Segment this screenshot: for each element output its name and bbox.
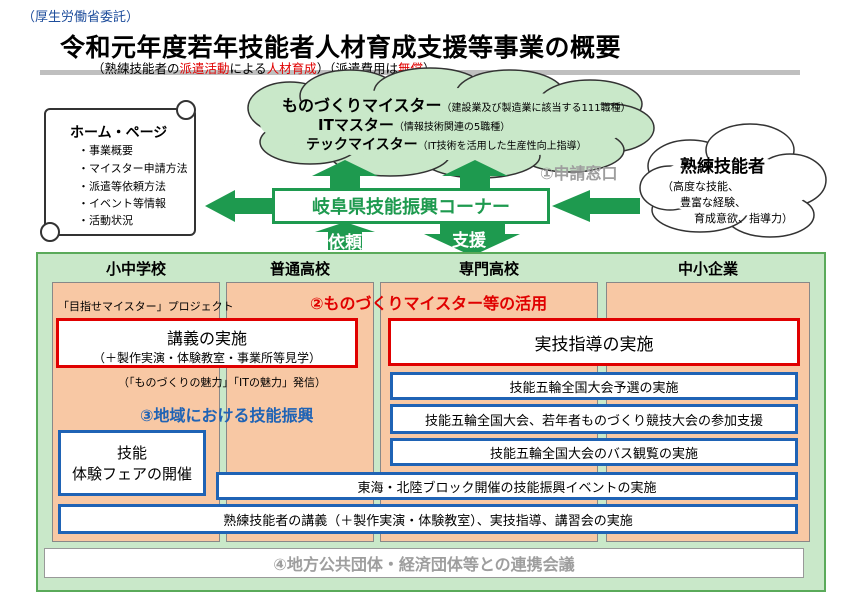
- blue-item: 技能五輪全国大会のバス観覧の実施: [390, 438, 798, 466]
- arrows: [205, 160, 640, 256]
- gifu-skill-corner: 岐阜県技能振興コーナー: [272, 188, 550, 224]
- blue-item: 熟練技能者の講義（＋製作実演・体験教室）、実技指導、講習会の実施: [58, 504, 798, 534]
- section-liaison: ④地方公共団体・経済団体等との連携会議: [44, 548, 804, 578]
- cloud-line-meister: ものづくりマイスター（建設業及び製造業に該当する111職種）: [282, 92, 631, 116]
- scroll-curl-bottom: [40, 222, 60, 242]
- support-label: 支援: [452, 231, 486, 251]
- ministry-label: （厚生労働省委託）: [22, 10, 140, 25]
- subtitle-highlight-dispatch: 派遣活動: [179, 61, 230, 76]
- cloud-line-tech: テックマイスター（IT技術を活用した生産性向上指導）: [306, 134, 587, 154]
- cloud-meister-note: （建設業及び製造業に該当する111職種）: [441, 103, 631, 114]
- homepage-item: ・活動状況: [78, 214, 133, 227]
- fair-line2: 体験フェアの開催: [71, 465, 192, 483]
- section-meister-use: ②ものづくりマイスター等の活用: [310, 294, 548, 313]
- cloud-line-it: ITマスター（情報技術関連の5職種）: [318, 114, 510, 135]
- skilled-cloud-fill: [652, 156, 812, 216]
- lecture-sub: （＋製作実演・体験教室・事業所等見学）: [92, 351, 321, 365]
- cloud-it-note: （情報技術関連の5職種）: [393, 122, 511, 133]
- section-regional: ③地域における技能振興: [140, 406, 314, 425]
- fair-box: 技能 体験フェアの開催: [58, 430, 206, 496]
- subtitle-part: （熟練技能者の: [92, 61, 180, 76]
- page-title: 令和元年度若年技能者人材育成支援等事業の概要: [60, 33, 622, 62]
- cloud-tech-note: （IT技術を活用した生産性向上指導）: [417, 141, 587, 152]
- skilled-item: （高度な技能、: [662, 180, 739, 193]
- subtitle-part: による: [229, 61, 267, 76]
- application-window-label: ①申請窓口: [540, 164, 618, 183]
- cloud-it-main: ITマスター: [318, 116, 394, 134]
- blue-item: 技能五輪全国大会、若年者ものづくり競技大会の参加支援: [390, 404, 798, 434]
- scroll-curl-top: [176, 100, 196, 120]
- lecture-title: 講義の実施: [166, 329, 247, 348]
- cloud-tech-main: テックマイスター: [306, 137, 418, 153]
- column-head-elementary: 小中学校: [105, 260, 166, 278]
- blue-item: 東海・北陸ブロック開催の技能振興イベントの実施: [216, 472, 798, 500]
- homepage-item: ・イベント等情報: [78, 197, 166, 210]
- fair-line1: 技能: [116, 444, 147, 462]
- homepage-item: ・派遣等依頼方法: [78, 180, 166, 193]
- lecture-box: 講義の実施 （＋製作実演・体験教室・事業所等見学）: [56, 318, 358, 368]
- homepage-title: ホーム・ページ: [70, 125, 168, 141]
- project-label: 「目指せマイスター」プロジェクト: [58, 300, 234, 313]
- blue-item: 技能五輪全国大会予選の実施: [390, 372, 798, 400]
- homepage-item: ・事業概要: [78, 144, 133, 157]
- subtitle-highlight-training: 人材育成: [266, 61, 317, 76]
- diagram-shapes: [205, 67, 827, 256]
- column-head-vocational: 専門高校: [458, 260, 519, 278]
- column-head-sme: 中小企業: [677, 260, 738, 278]
- cloud-meister-main: ものづくりマイスター: [282, 96, 442, 115]
- homepage-item: ・マイスター申請方法: [78, 162, 188, 175]
- request-label: 依頼: [328, 233, 362, 253]
- homepage-scroll: [44, 108, 196, 236]
- skilled-title: 熟練技能者: [680, 157, 765, 177]
- column-head-high: 普通高校: [269, 260, 330, 278]
- skilled-item: 育成意欲、指導力）: [694, 212, 793, 225]
- appeal-note: （「ものづくりの魅力」「ITの魅力」発信）: [118, 376, 326, 389]
- cloud-fill: [260, 88, 630, 160]
- practical-box: 実技指導の実施: [388, 318, 800, 366]
- skilled-item: 豊富な経験、: [680, 196, 746, 209]
